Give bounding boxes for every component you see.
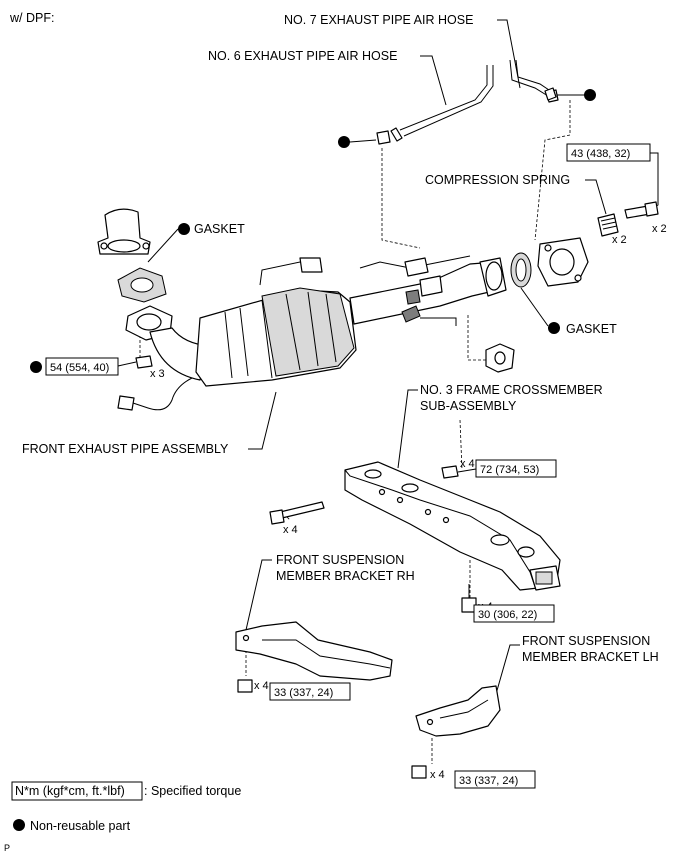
gasket-rear-label: GASKET: [566, 322, 617, 336]
legend-torque-box: [11, 781, 143, 801]
bracket-lh-bolt: [411, 765, 427, 779]
no7-hose-label: NO. 7 EXHAUST PIPE AIR HOSE: [284, 13, 473, 27]
compression-spring: [597, 213, 619, 237]
hose-clamp: [376, 87, 557, 145]
torque-box-72: [475, 459, 557, 478]
footer-code: P: [4, 843, 10, 853]
qty-nut-54: x 3: [150, 368, 165, 380]
legend-nonreusable-dot: [13, 819, 25, 831]
crossmember-bolt: [269, 501, 325, 525]
crossmember-label-1: NO. 3 FRAME CROSSMEMBER: [420, 383, 603, 397]
front-exhaust-label: FRONT EXHAUST PIPE ASSEMBLY: [22, 442, 229, 456]
frame-crossmember: [344, 461, 561, 591]
bracket-lh-label-2: MEMBER BRACKET LH: [522, 650, 659, 664]
nonreusable-dot: [584, 89, 596, 101]
flange-nut: [135, 355, 153, 369]
torque-43: 43 (438, 32): [571, 148, 630, 160]
legend-torque-unit: N*m (kgf*cm, ft.*lbf): [15, 784, 125, 798]
compression-spring-label: COMPRESSION SPRING: [425, 173, 570, 187]
rear-gasket: [510, 252, 532, 288]
bracket-rh-label-2: MEMBER BRACKET RH: [276, 569, 415, 583]
variant-label: w/ DPF:: [9, 11, 54, 25]
torque-33-rh: 33 (337, 24): [274, 687, 333, 699]
flange-bolt: [624, 201, 659, 219]
exhaust-hanger: [485, 343, 515, 373]
nonreusable-dot: [30, 361, 42, 373]
torque-box-54: [45, 357, 119, 376]
front-suspension-bracket-rh: [235, 621, 393, 681]
turbo-outlet: [97, 208, 151, 255]
legend-nonreusable: Non-reusable part: [30, 819, 131, 833]
torque-box-33-rh: [269, 682, 351, 701]
qty-bolt-33-lh: x 4: [430, 769, 445, 781]
bracket-rh-label-1: FRONT SUSPENSION: [276, 553, 404, 567]
qty-bolt-33-rh: x 4: [254, 680, 269, 692]
qty-bolt-long: x 4: [283, 524, 298, 536]
torque-30: 30 (306, 22): [478, 609, 537, 621]
qty-nut-72: x 4: [460, 458, 475, 470]
torque-box-30: [473, 604, 555, 623]
no6-hose-label: NO. 6 EXHAUST PIPE AIR HOSE: [208, 49, 397, 63]
crossmember-nut: [441, 465, 459, 479]
legend-torque-desc: : Specified torque: [144, 784, 241, 798]
torque-72: 72 (734, 53): [480, 464, 539, 476]
front-suspension-bracket-lh: [415, 685, 501, 737]
exhaust-flange: [537, 237, 589, 287]
upper-gasket: [117, 267, 167, 303]
crossmember-label-2: SUB-ASSEMBLY: [420, 399, 517, 413]
no7-hose: [390, 59, 559, 142]
torque-33-lh: 33 (337, 24): [459, 775, 518, 787]
nonreusable-dot: [548, 322, 560, 334]
qty-bolt-43: x 2: [652, 223, 667, 235]
torque-box-33-lh: [454, 770, 536, 789]
front-exhaust-pipe: [117, 255, 507, 411]
qty-spring: x 2: [612, 234, 627, 246]
gasket-upper-label: GASKET: [194, 222, 245, 236]
torque-54: 54 (554, 40): [50, 362, 109, 374]
nonreusable-dot: [338, 136, 350, 148]
bracket-rh-bolt: [237, 679, 253, 693]
bracket-lh-label-1: FRONT SUSPENSION: [522, 634, 650, 648]
nonreusable-dot: [178, 223, 190, 235]
